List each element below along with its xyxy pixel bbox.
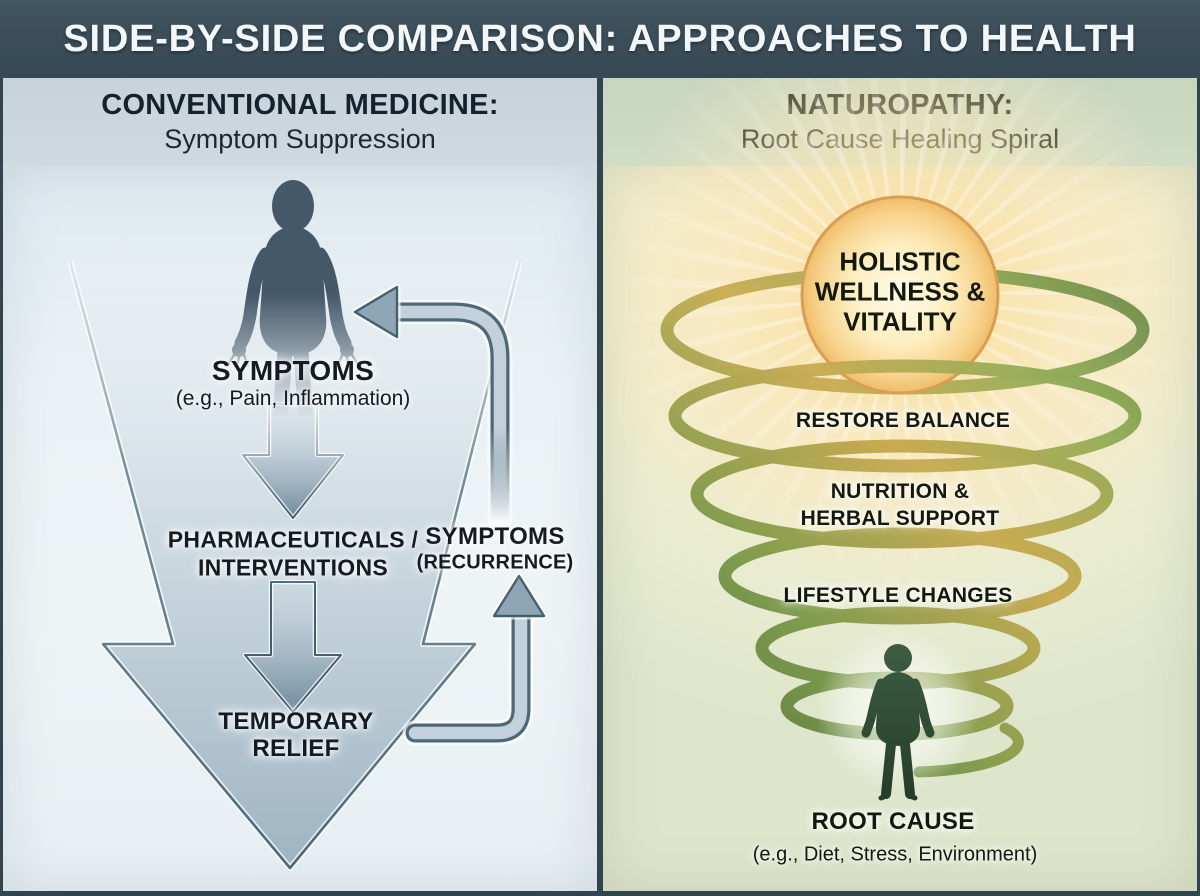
sun-label-line1: HOLISTIC bbox=[839, 246, 961, 277]
temporary-relief-label-line2: RELIEF bbox=[252, 735, 340, 762]
nutrition-label-line2: HERBAL SUPPORT bbox=[800, 507, 1000, 530]
page-title: SIDE-BY-SIDE COMPARISON: APPROACHES TO H… bbox=[63, 17, 1137, 60]
left-panel-header: CONVENTIONAL MEDICINE: Symptom Suppressi… bbox=[3, 78, 597, 166]
conventional-medicine-panel: CONVENTIONAL MEDICINE: Symptom Suppressi… bbox=[3, 78, 597, 891]
sun-icon bbox=[800, 195, 1000, 395]
banner: SIDE-BY-SIDE COMPARISON: APPROACHES TO H… bbox=[0, 0, 1200, 78]
left-panel-title: CONVENTIONAL MEDICINE: bbox=[101, 89, 499, 121]
recurrence-loop-icon bbox=[351, 283, 548, 746]
sun-label-line2: WELLNESS & bbox=[814, 276, 986, 307]
human-silhouette-icon bbox=[861, 644, 935, 801]
lifestyle-changes-label: LIFESTYLE CHANGES bbox=[783, 584, 1013, 607]
naturopathy-panel: NATUROPATHY: Root Cause Healing Spiral bbox=[603, 78, 1197, 891]
recurrence-label-line2: (RECURRENCE) bbox=[416, 551, 574, 574]
left-panel-subtitle: Symptom Suppression bbox=[164, 124, 436, 154]
funnel-arrow-icon bbox=[67, 260, 523, 871]
pharmaceuticals-label-line2: INTERVENTIONS bbox=[197, 554, 389, 581]
nutrition-label-line1: NUTRITION & bbox=[830, 480, 970, 503]
up-arrow-icon bbox=[490, 572, 548, 620]
human-silhouette-icon bbox=[225, 180, 361, 428]
symptom-suppression-diagram bbox=[67, 180, 548, 871]
left-panel-body: SYMPTOMS (e.g., Pain, Inflammation) PHAR… bbox=[3, 166, 597, 891]
right-panel-body: HOLISTIC WELLNESS & VITALITY RESTORE BAL… bbox=[603, 78, 1197, 891]
sun-label-line3: VITALITY bbox=[843, 306, 957, 337]
root-cause-example-label: (e.g., Diet, Stress, Environment) bbox=[752, 843, 1038, 866]
healing-spiral-diagram bbox=[660, 195, 1150, 801]
down-arrow-icon bbox=[240, 401, 346, 521]
temporary-relief-label-line1: TEMPORARY bbox=[218, 708, 374, 735]
symptoms-example-label: (e.g., Pain, Inflammation) bbox=[175, 387, 411, 410]
recurrence-label-line1: SYMPTOMS bbox=[425, 523, 565, 550]
restore-balance-label: RESTORE BALANCE bbox=[795, 409, 1011, 432]
root-cause-label: ROOT CAUSE bbox=[811, 808, 975, 835]
pharmaceuticals-label-line1: PHARMACEUTICALS / bbox=[167, 526, 419, 553]
left-arrow-icon bbox=[351, 283, 401, 341]
down-arrow-icon bbox=[242, 579, 344, 715]
symptoms-label: SYMPTOMS bbox=[211, 355, 375, 386]
